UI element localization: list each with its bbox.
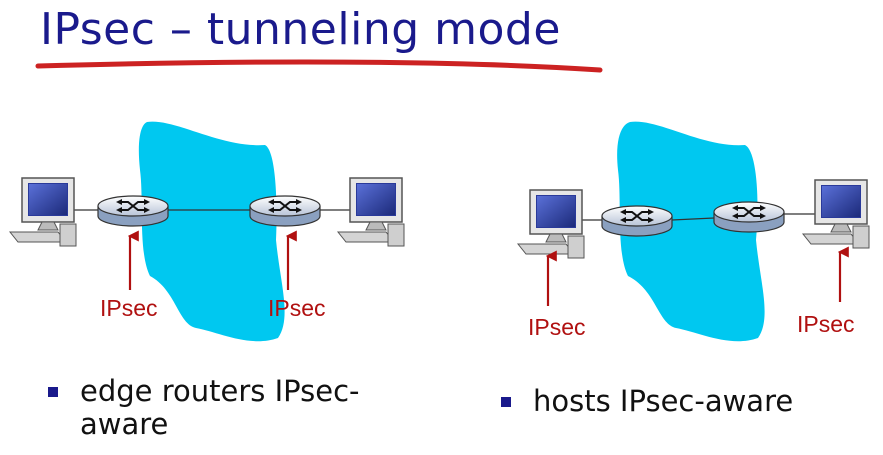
- router-icon: [713, 201, 785, 233]
- bullet-square-icon: [501, 397, 511, 407]
- title-underline: [35, 59, 603, 73]
- bullet-item: edge routers IPsec-aware: [48, 374, 400, 441]
- ipsec-label: IPsec: [797, 311, 855, 337]
- router-icon: [601, 205, 673, 237]
- network-cloud: [617, 121, 765, 342]
- network-cloud: [138, 121, 285, 342]
- page-title: IPsec – tunneling mode: [40, 4, 561, 55]
- bullet-text: edge routers IPsec-aware: [80, 374, 360, 441]
- bullet-text: hosts IPsec-aware: [533, 384, 794, 418]
- bullet-square-icon: [48, 387, 58, 397]
- desktop-computer-icon: [9, 177, 77, 247]
- desktop-computer-icon: [517, 189, 585, 259]
- desktop-computer-icon: [337, 177, 405, 247]
- ipsec-label: IPsec: [268, 295, 326, 321]
- ipsec-label: IPsec: [528, 314, 586, 340]
- ipsec-label: IPsec: [100, 295, 158, 321]
- router-icon: [97, 195, 169, 227]
- bullet-item: hosts IPsec-aware: [501, 384, 873, 418]
- router-icon: [249, 195, 321, 227]
